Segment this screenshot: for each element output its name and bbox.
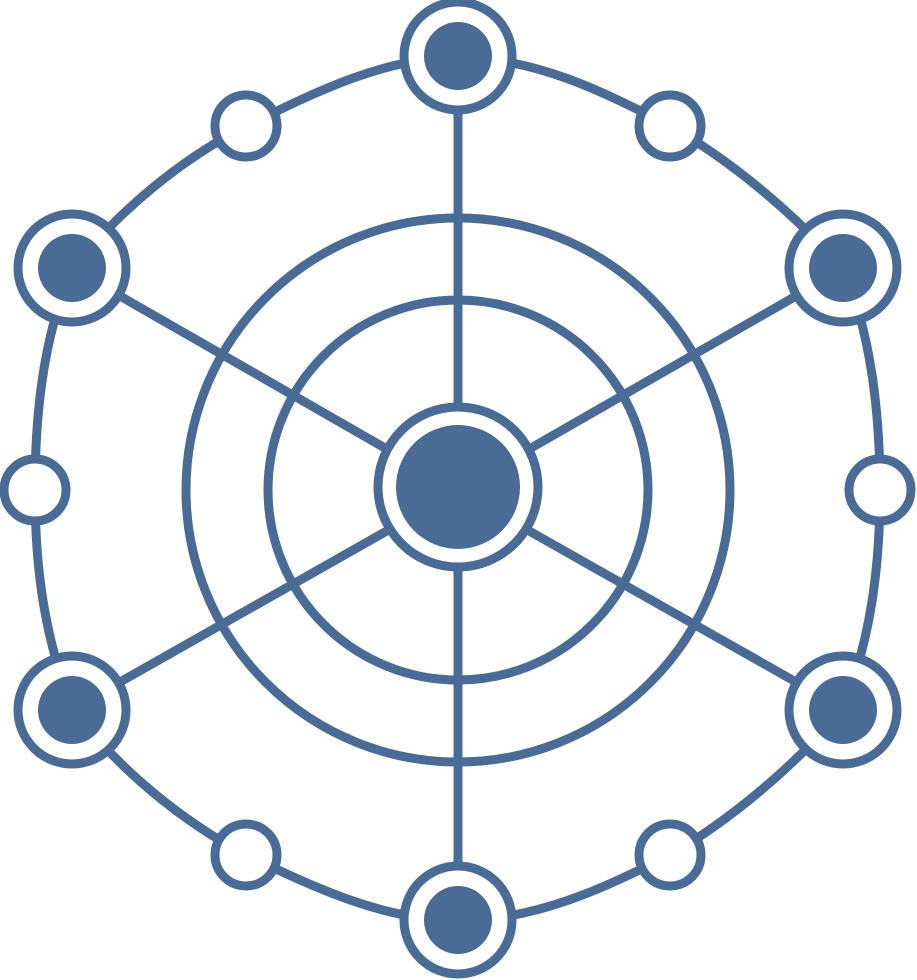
hollow-node-top-left [210,90,282,162]
spoke-lower-left [115,527,390,687]
spoke-upper-left [115,291,390,453]
hollow-node-right [844,454,916,526]
hollow-node-top-right [634,90,706,162]
filled-node-upper-right [784,209,902,327]
spoke-upper-right [526,291,801,453]
hollow-node-left [0,454,71,526]
center-hub-node [373,402,543,572]
filled-node-lower-right [784,651,902,769]
filled-node-lower-left [13,651,131,769]
filled-node-bottom [399,861,517,979]
hollow-node-bottom-left [210,819,282,891]
spoke-lower-right [526,527,801,687]
filled-node-upper-left [13,209,131,327]
filled-node-top [399,0,517,115]
hollow-node-bottom-right [634,819,706,891]
